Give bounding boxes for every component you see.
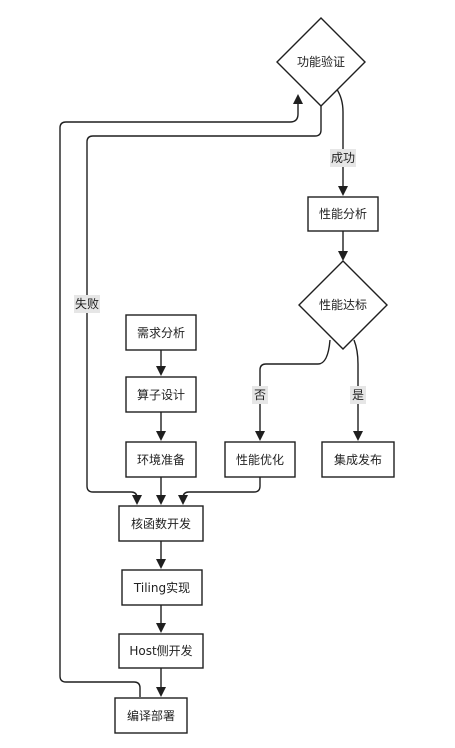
node-performance-analysis-label: 性能分析 [319, 207, 367, 221]
node-requirement-analysis: 需求分析 [125, 314, 197, 351]
node-kernel-development-label: 核函数开发 [131, 516, 191, 531]
edge-verify-fail-to-kernel [86, 104, 322, 505]
node-build-deploy: 编译部署 [114, 697, 188, 734]
node-host-development: Host侧开发 [118, 633, 204, 669]
node-performance-check: 性能达标 [298, 260, 388, 350]
edge-label-fail: 失败 [74, 295, 100, 313]
node-performance-analysis: 性能分析 [307, 196, 379, 232]
node-environment-setup: 环境准备 [125, 441, 197, 478]
node-integration-release-label: 集成发布 [334, 452, 382, 467]
node-operator-design-label: 算子设计 [137, 387, 185, 402]
node-functional-verification-label: 功能验证 [297, 54, 345, 69]
node-tiling-implementation: Tiling实现 [121, 569, 203, 606]
node-performance-check-label: 性能达标 [319, 298, 367, 312]
node-kernel-development: 核函数开发 [118, 505, 204, 542]
edge-label-yes-text: 是 [352, 388, 364, 402]
edge-label-yes: 是 [350, 386, 366, 404]
node-build-deploy-label: 编译部署 [127, 708, 175, 723]
node-functional-verification: 功能验证 [276, 17, 366, 107]
edge-perfok-yes-to-release [353, 339, 363, 441]
edge-label-fail-text: 失败 [75, 296, 99, 311]
node-tiling-implementation-label: Tiling实现 [133, 580, 190, 595]
node-environment-setup-label: 环境准备 [137, 452, 185, 467]
edge-perfok-no-to-opt [255, 339, 331, 441]
node-performance-optimization-label: 性能优化 [236, 453, 284, 467]
edge-label-success-text: 成功 [331, 151, 355, 165]
node-integration-release: 集成发布 [321, 441, 395, 478]
edge-build-to-verify [59, 94, 303, 697]
node-host-development-label: Host侧开发 [129, 643, 192, 658]
edge-label-success: 成功 [330, 149, 356, 167]
edge-label-no: 否 [252, 386, 268, 404]
edge-verify-success-to-perf [335, 87, 348, 196]
node-requirement-analysis-label: 需求分析 [137, 326, 185, 340]
edge-label-no-text: 否 [254, 388, 266, 402]
edge-opt-to-kernel [178, 477, 261, 505]
node-performance-optimization: 性能优化 [224, 441, 296, 478]
node-operator-design: 算子设计 [125, 376, 197, 413]
